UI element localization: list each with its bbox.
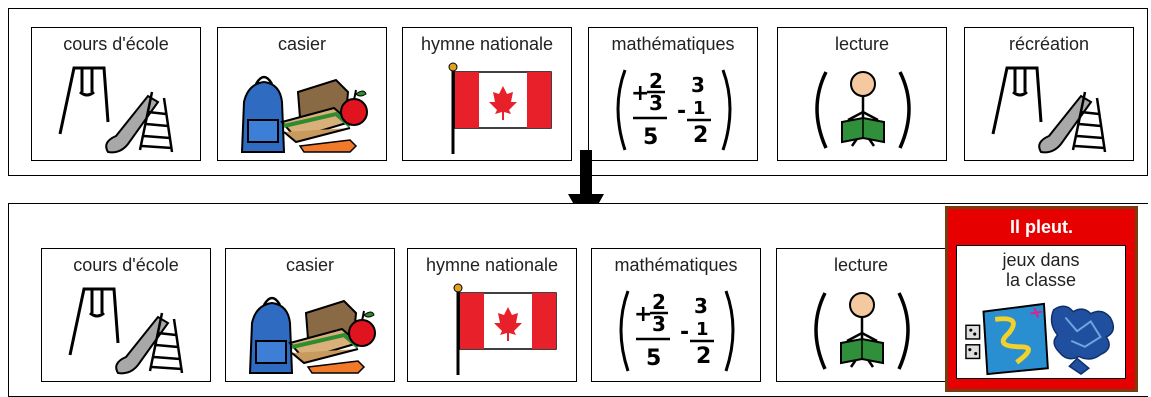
card-label: cours d'école: [73, 255, 179, 275]
card-label-line1: jeux dans: [1002, 250, 1080, 270]
board-game-puzzle-icon: [962, 298, 1122, 376]
canada-flag-icon: [423, 62, 553, 154]
card-cours-ecole: cours d'école: [31, 27, 201, 161]
playground-swing-slide-icon: [985, 62, 1115, 154]
card-label: hymne nationale: [420, 34, 554, 54]
card-hymne-nationale: hymne nationale: [407, 248, 577, 382]
card-label: hymne nationale: [425, 255, 559, 275]
card-label-line2: la classe: [1005, 270, 1077, 290]
math-fractions-icon: [612, 283, 742, 375]
card-lecture: lecture: [776, 248, 946, 382]
card-casier: casier: [217, 27, 387, 161]
child-reading-icon: [797, 283, 927, 375]
alert-title: Il pleut.: [1010, 217, 1073, 237]
card-jeux-classe: jeux dans la classe: [956, 245, 1126, 379]
card-mathematiques: mathématiques: [591, 248, 761, 382]
card-label: casier: [277, 34, 326, 54]
playground-swing-slide-icon: [52, 62, 182, 154]
backpack-lunch-icon: [246, 283, 376, 375]
card-label: lecture: [833, 255, 889, 275]
rain-alert-card: Il pleut. jeux dans la classe: [945, 206, 1138, 392]
card-hymne-nationale: hymne nationale: [402, 27, 572, 161]
card-label: casier: [285, 255, 334, 275]
card-label: mathématiques: [614, 255, 738, 275]
child-reading-icon: [798, 62, 928, 154]
card-label: cours d'école: [63, 34, 169, 54]
card-label: récréation: [1008, 34, 1090, 54]
card-casier: casier: [225, 248, 395, 382]
card-label: jeux dans la classe: [957, 250, 1125, 290]
card-label: lecture: [834, 34, 890, 54]
canada-flag-icon: [428, 283, 558, 375]
card-cours-ecole: cours d'école: [41, 248, 211, 382]
math-fractions-icon: [609, 62, 739, 154]
card-mathematiques: mathématiques: [588, 27, 758, 161]
card-label: mathématiques: [611, 34, 735, 54]
backpack-lunch-icon: [238, 62, 368, 154]
card-lecture: lecture: [777, 27, 947, 161]
playground-swing-slide-icon: [62, 283, 192, 375]
card-recreation: récréation: [964, 27, 1134, 161]
schedule-strip-top: cours d'école casier hymne nationale mat…: [8, 8, 1148, 176]
